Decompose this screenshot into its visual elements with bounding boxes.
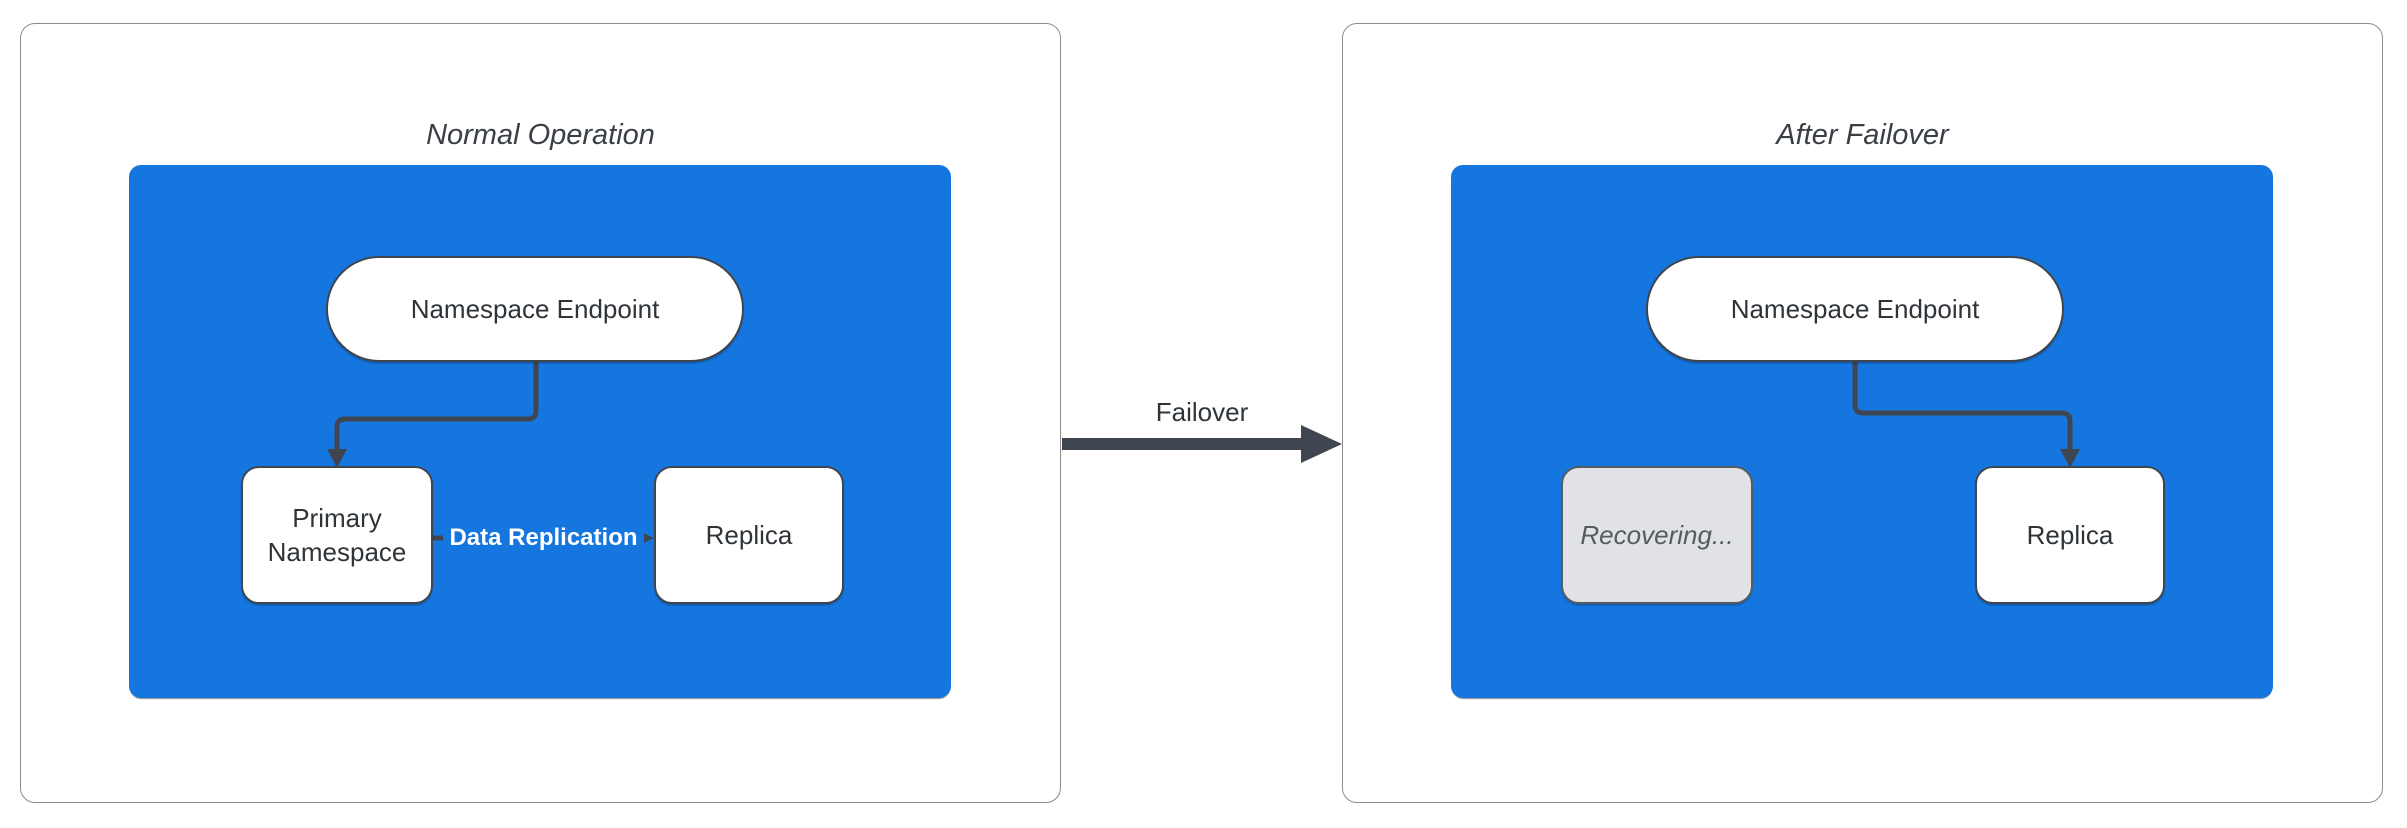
node-namespace-endpoint-normal-label: Namespace Endpoint (410, 294, 660, 324)
node-replica-failover-label: Replica (2026, 520, 2114, 550)
connector-lines-failover (1852, 362, 2080, 468)
failover-arrowhead-icon (1301, 425, 1342, 463)
connector-lines-normal (327, 362, 654, 549)
node-recovering-label: Recovering... (1580, 520, 1734, 550)
node-namespace-endpoint-normal: Namespace Endpoint (326, 256, 744, 362)
arrowhead-primary-to-replica-icon (631, 527, 654, 549)
namespace-container-normal: Namespace Endpoint Primary Namespace Rep… (129, 165, 951, 698)
node-primary-namespace-label: Primary Namespace (267, 503, 407, 567)
node-replica-failover: Replica (1975, 466, 2165, 604)
panel-title-normal-operation: Normal Operation (426, 119, 655, 151)
edge-label-data-replication-wrap: Data Replication (433, 520, 654, 556)
edge-endpoint-to-replica (1852, 362, 2073, 451)
namespace-container-failover: Namespace Endpoint Recovering... Replica (1451, 165, 2273, 698)
edge-label-data-replication: Data Replication (443, 523, 644, 553)
edge-endpoint-to-primary (334, 362, 539, 451)
panel-after-failover: After Failover Namespace Endpoint Recove… (1342, 23, 2383, 803)
node-namespace-endpoint-failover: Namespace Endpoint (1646, 256, 2064, 362)
node-replica-normal: Replica (654, 466, 844, 604)
node-namespace-endpoint-failover-label: Namespace Endpoint (1730, 294, 1980, 324)
failover-arrow-label: Failover (1155, 397, 1249, 427)
panel-normal-operation: Normal Operation Namespace Endpoint Prim… (20, 23, 1061, 803)
node-recovering: Recovering... (1561, 466, 1753, 604)
node-primary-namespace: Primary Namespace (241, 466, 433, 604)
panel-title-after-failover: After Failover (1776, 119, 1949, 151)
node-replica-normal-label: Replica (705, 520, 793, 550)
